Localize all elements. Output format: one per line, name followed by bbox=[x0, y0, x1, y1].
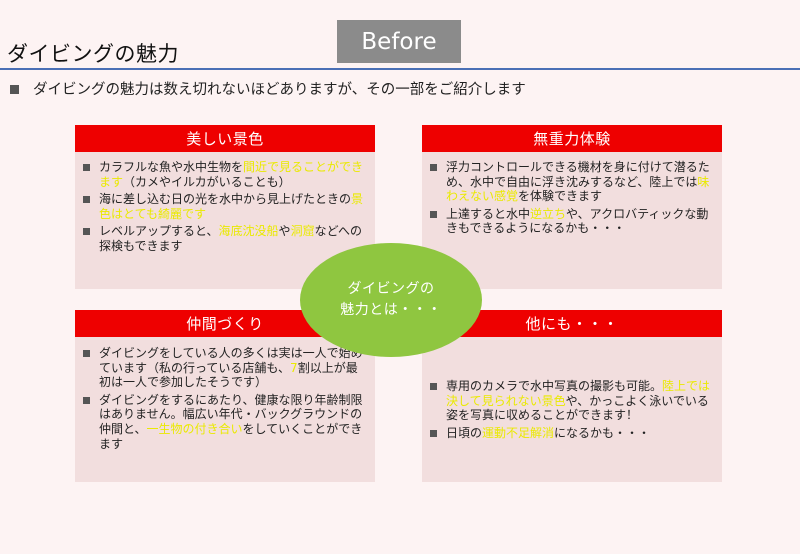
square-bullet-icon bbox=[430, 429, 437, 437]
highlight-text: 海底沈没船 bbox=[218, 224, 279, 239]
bullet-item: 上達すると水中逆立ちや、アクロバティックな動きもできるようになるかも・・・ bbox=[430, 207, 716, 236]
highlight-text: 運動不足解消 bbox=[482, 425, 555, 440]
center-circle: ダイビングの 魅力とは・・・ bbox=[300, 243, 482, 357]
square-bullet-icon bbox=[83, 164, 90, 171]
bullet-text: などへの探検もできます bbox=[99, 224, 362, 253]
bullet-text: ダイビングをしている人の多くは実は一人で始めています（私の行っている店舗も、 bbox=[99, 346, 363, 375]
card-zero-gravity: 無重力体験 浮力コントロールできる機材を身に付けて潜るため、水中で自由に浮き沈み… bbox=[422, 125, 722, 289]
before-badge: Before bbox=[337, 20, 461, 63]
square-bullet-icon bbox=[83, 396, 90, 404]
center-circle-line1: ダイビングの bbox=[347, 281, 435, 297]
highlight-text: 逆立ち bbox=[530, 206, 567, 221]
bullet-text: レベルアップすると、 bbox=[99, 224, 219, 239]
bullet-text: 上達すると水中 bbox=[446, 206, 531, 221]
bullet-item: 日頃の運動不足解消になるかも・・・ bbox=[430, 426, 716, 441]
bullet-text: 海に差し込む日の光を水中から見上げたときの bbox=[99, 192, 352, 207]
square-bullet-icon bbox=[83, 228, 90, 236]
highlight-text: 間近で見ることが bbox=[243, 160, 340, 174]
bullet-text: や bbox=[278, 224, 291, 239]
bullet-item: 専用のカメラで水中写真の撮影も可能。陸上では決して見られない景色や、かっこよく泳… bbox=[430, 379, 716, 423]
card-header: 無重力体験 bbox=[422, 125, 722, 152]
highlight-text: 陸上では決して見られない景色 bbox=[446, 379, 711, 408]
bullet-text: になるかも・・・ bbox=[554, 425, 651, 440]
bullet-item: 海に差し込む日の光を水中から見上げたときの景色はとても綺麗です bbox=[83, 192, 369, 221]
highlight-text: できます bbox=[99, 160, 364, 189]
title-divider bbox=[0, 68, 800, 70]
bullet-item: ダイビングをするにあたり、健康な限り年齢制限はありません。幅広い年代・バックグラ… bbox=[83, 393, 369, 451]
intro-text: ダイビングの魅力は数え切れないほどありますが、その一部をご紹介します bbox=[33, 82, 526, 98]
bullet-item: カラフルな魚や水中生物を間近で見ることができます（カメやイルカがいることも） bbox=[83, 160, 369, 189]
bullet-text: 浮力コントロールできる機材を身に付けて潜るため、水中で自由に浮き沈みするなど、陸… bbox=[446, 160, 710, 189]
bullet-text: ダイビングをするにあたり、健康な限り年齢制限はありません。幅広い年代・バックグラ… bbox=[99, 392, 363, 436]
square-bullet-icon bbox=[430, 210, 437, 218]
bullet-text: や、かっこよく泳いでいる姿を写真に収めることができます！ bbox=[446, 393, 709, 423]
bullet-item: 浮力コントロールできる機材を身に付けて潜るため、水中で自由に浮き沈みするなど、陸… bbox=[430, 160, 716, 204]
bullet-text: をしていくことができます bbox=[99, 421, 363, 451]
highlight-text: 7 bbox=[290, 360, 298, 375]
square-bullet-icon bbox=[10, 84, 19, 94]
highlight-text: 景色はとても綺麗です bbox=[99, 192, 364, 221]
bullet-text: を体験できます bbox=[518, 189, 603, 204]
bullet-text: カラフルな魚や水中生物を bbox=[99, 160, 244, 174]
square-bullet-icon bbox=[430, 164, 437, 171]
card-header: 美しい景色 bbox=[75, 125, 375, 152]
center-circle-line2: 魅力とは・・・ bbox=[340, 302, 442, 318]
intro-line: ダイビングの魅力は数え切れないほどありますが、その一部をご紹介します bbox=[10, 78, 526, 99]
bullet-text: や、アクロバティックな動きもできるようになるかも・・・ bbox=[446, 206, 709, 236]
bullet-item: レベルアップすると、海底沈没船や洞窟などへの探検もできます bbox=[83, 224, 369, 253]
bullet-item: ダイビングをしている人の多くは実は一人で始めています（私の行っている店舗も、7割… bbox=[83, 346, 369, 390]
page-title: ダイビングの魅力 bbox=[7, 42, 179, 66]
card-beautiful-scenery: 美しい景色 カラフルな魚や水中生物を間近で見ることができます（カメやイルカがいる… bbox=[75, 125, 375, 289]
bullet-text: （カメやイルカがいることも） bbox=[123, 174, 291, 189]
bullet-text: 割以上が最初は一人で参加したそうです） bbox=[99, 360, 358, 390]
highlight-text: 一生物の付き合い bbox=[146, 421, 243, 436]
square-bullet-icon bbox=[430, 383, 437, 390]
bullet-text: 日頃の bbox=[446, 425, 483, 440]
bullet-text: 専用のカメラで水中写真の撮影も可能。 bbox=[446, 379, 663, 393]
highlight-text: 洞窟 bbox=[290, 224, 315, 239]
card-others: 他にも・・・ 専用のカメラで水中写真の撮影も可能。陸上では決して見られない景色や… bbox=[422, 310, 722, 482]
square-bullet-icon bbox=[83, 350, 90, 357]
square-bullet-icon bbox=[83, 196, 90, 204]
highlight-text: 味わえない感覚 bbox=[446, 174, 710, 204]
